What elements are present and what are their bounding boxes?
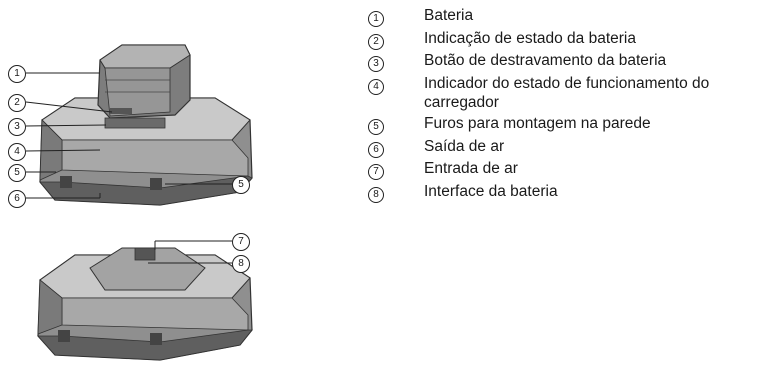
legend-item: 5 Furos para montagem na parede xyxy=(368,114,768,135)
legend-text: Indicação de estado da bateria xyxy=(424,29,636,47)
legend-text: Indicador do estado de funcionamento do … xyxy=(424,74,710,111)
legend-text: Entrada de ar xyxy=(424,160,518,177)
legend-text: Furos para montagem na parede xyxy=(424,115,651,132)
legend-text: Saída de ar xyxy=(424,137,505,155)
legend-item: 4 Indicador do estado de funcionamento d… xyxy=(368,74,768,112)
legend-number: 5 xyxy=(368,119,384,135)
callout-5-right: 5 xyxy=(232,176,250,194)
legend-number: 6 xyxy=(368,141,384,158)
legend-text: Bateria xyxy=(424,7,474,24)
charger-with-battery xyxy=(25,44,253,206)
callout-3: 3 xyxy=(8,118,26,136)
legend-number: 8 xyxy=(368,186,384,203)
charger-illustration: 1 2 3 4 5 6 5 7 8 xyxy=(0,0,300,369)
legend-item: 2 Indicação de estado da bateria xyxy=(368,29,768,50)
charger-drawing xyxy=(25,44,253,361)
legend-item: 1 Bateria xyxy=(368,6,768,27)
legend-item: 7 Entrada de ar xyxy=(368,159,768,180)
charger-base xyxy=(37,240,253,361)
legend-number: 2 xyxy=(368,33,384,50)
callout-1: 1 xyxy=(8,65,26,83)
callout-5-left: 5 xyxy=(8,164,26,182)
callout-4: 4 xyxy=(8,143,26,161)
legend-number: 1 xyxy=(368,11,384,27)
legend-item: 3 Botão de destravamento da bateria xyxy=(368,51,768,72)
legend-text: Interface da bateria xyxy=(424,182,558,200)
legend-number: 4 xyxy=(368,78,384,95)
callout-8: 8 xyxy=(232,255,250,273)
legend-number: 7 xyxy=(368,164,384,180)
legend-number: 3 xyxy=(368,56,384,72)
legend-text: Botão de destravamento da bateria xyxy=(424,52,667,69)
legend-item: 6 Saída de ar xyxy=(368,137,768,158)
legend-item: 8 Interface da bateria xyxy=(368,182,768,203)
callout-7: 7 xyxy=(232,233,250,251)
callout-2: 2 xyxy=(8,94,26,112)
parts-legend: 1 Bateria 2 Indicação de estado da bater… xyxy=(368,6,768,204)
callout-6: 6 xyxy=(8,190,26,208)
